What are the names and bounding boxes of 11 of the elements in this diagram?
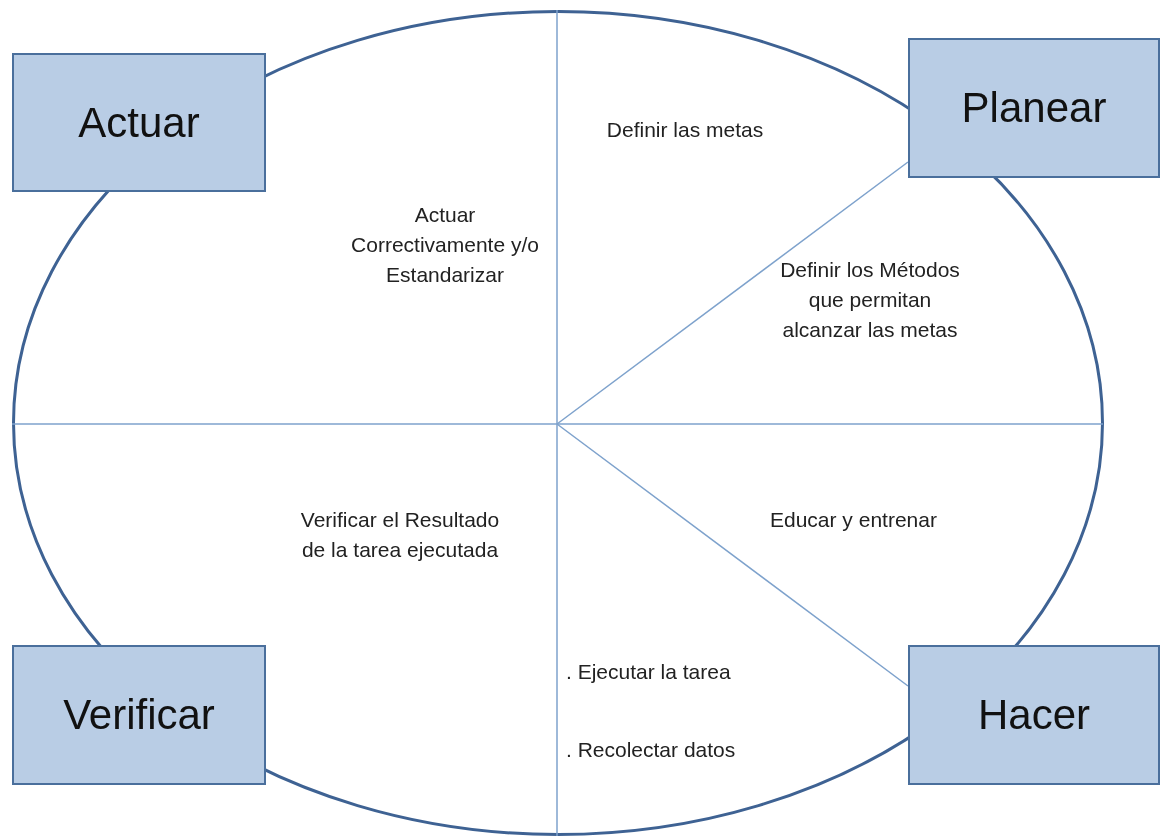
phase-box: Actuar	[12, 53, 266, 192]
sector-text: Definir las metas	[605, 117, 765, 143]
phase-box: Planear	[908, 38, 1160, 178]
sector-text: Verificar el Resultado de la tarea ejecutada	[299, 507, 501, 563]
phase-box: Hacer	[908, 645, 1160, 785]
sector-text: Actuar Correctivamente y/o Estandarizar	[350, 202, 540, 288]
sector-text: Educar y entrenar	[770, 507, 938, 533]
sector-text: . Ejecutar la tarea	[566, 659, 732, 685]
sector-text: . Recolectar datos	[566, 737, 737, 763]
phase-box: Verificar	[12, 645, 266, 785]
sector-text: Definir los Métodos que permitan alcanzar las metas	[779, 257, 961, 343]
